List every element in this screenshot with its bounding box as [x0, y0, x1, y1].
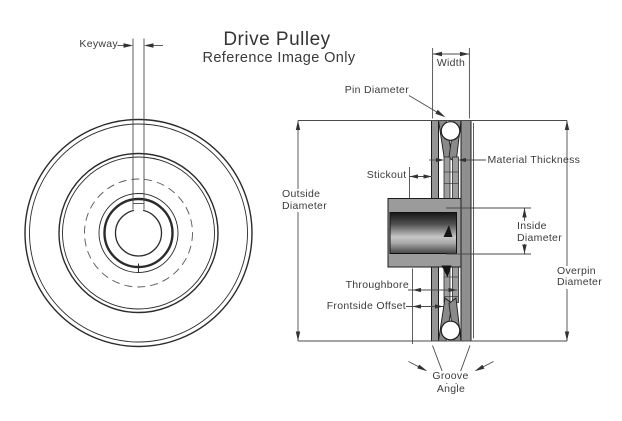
overpin-diameter-line1: Overpin: [557, 264, 596, 277]
weld-shadow-top: [443, 225, 453, 237]
back-disc: [460, 120, 472, 342]
front-flange-lower: [431, 262, 439, 342]
keyway-label: Keyway: [79, 38, 118, 50]
pin-top: [440, 121, 461, 141]
arrow-head: [458, 157, 466, 163]
outer-rim-circle: [24, 118, 253, 348]
arrow-head: [435, 109, 446, 118]
pin-diameter-label: Pin Diameter: [344, 83, 409, 96]
arrow-head: [436, 157, 444, 163]
frontside-offset-label: Frontside Offset: [326, 299, 406, 312]
bore-circle: [114, 209, 163, 257]
arrow-head: [474, 364, 485, 372]
weld-shadow-bottom: [441, 265, 452, 278]
hidden-hub-circle: [84, 178, 193, 288]
keyway-slot: [133, 204, 144, 215]
arrow-head: [412, 287, 421, 293]
stickout-label: Stickout: [366, 169, 407, 181]
outside-diameter-line1: Outside: [282, 188, 321, 200]
page-title: Drive Pulley: [223, 29, 331, 50]
inside-diameter-line1: Inside: [517, 220, 547, 232]
arrow-head: [409, 174, 418, 179]
outer-rim-inner-circle: [29, 123, 248, 343]
groove-edge-inner-circle: [62, 156, 215, 310]
sheet-channel-top-front: [443, 156, 451, 199]
arrow-head: [432, 51, 442, 57]
inside-diameter-line2: Diameter: [517, 231, 562, 244]
outside-diameter-label: Outside Diameter: [281, 188, 328, 212]
throughbore-label: Throughbore: [345, 278, 409, 291]
groove-angle-line1: Groove: [431, 370, 470, 383]
overpin-diameter-label: Overpin Diameter: [556, 264, 603, 289]
groove-edge-circle: [58, 152, 219, 314]
arrow-head: [295, 331, 301, 341]
material-thickness-label: Material Thickness: [487, 153, 581, 166]
arrow-head: [522, 208, 527, 218]
dimension-lines: [295, 48, 570, 393]
arrow-head: [417, 364, 428, 372]
arrow-head: [423, 174, 432, 179]
arrow-head: [435, 304, 444, 309]
arrow-head: [448, 287, 457, 293]
groove-angle-line2: Angle: [435, 382, 467, 395]
arrow-head: [295, 120, 301, 130]
arrow-head: [522, 244, 527, 254]
outside-diameter-line2: Diameter: [282, 199, 327, 212]
arrow-head: [412, 304, 421, 309]
inside-diameter-label: Inside Diameter: [516, 220, 563, 244]
arrow-head: [564, 331, 570, 341]
page-subtitle: Reference Image Only: [202, 50, 356, 66]
hub-face-circle: [98, 193, 179, 273]
front-view: [24, 38, 253, 348]
sheet-channel-top-back: [452, 156, 459, 199]
overpin-diameter-line2: Diameter: [557, 276, 602, 288]
keyway-arrow-right-head: [144, 43, 154, 48]
arrow-head: [564, 120, 570, 130]
arrow-head: [460, 51, 470, 57]
width-label: Width: [436, 57, 466, 69]
keyway-arrow-left-head: [123, 43, 133, 48]
pin-bottom: [440, 320, 461, 341]
